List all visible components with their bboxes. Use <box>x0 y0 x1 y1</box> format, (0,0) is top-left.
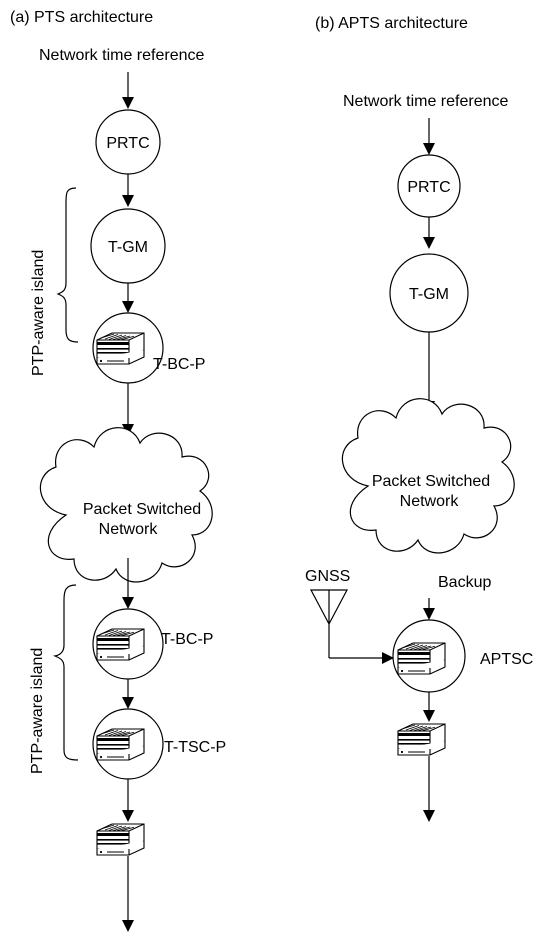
device-icon <box>96 728 145 761</box>
arrow-b-gnss-aptsc <box>382 652 394 664</box>
arrow-a-output <box>122 920 134 932</box>
arrow-a-prtc-tgm <box>122 195 134 207</box>
node-a-tgm-label: T-GM <box>108 239 148 256</box>
island-a-top-label: PTP-aware island <box>30 250 47 376</box>
arrow-a-tgm-tbcp <box>122 301 134 313</box>
node-a-ttscp-label: T-TSC-P <box>164 739 226 756</box>
device-icon <box>397 642 446 675</box>
gnss-antenna-icon <box>310 589 348 658</box>
device-icon <box>397 723 446 756</box>
panel-a-time-reference: Network time reference <box>39 47 204 64</box>
island-a-top-brace <box>56 187 79 343</box>
node-a-prtc-label: PRTC <box>106 135 149 152</box>
panel-b-title: (b) APTS architecture <box>315 15 468 32</box>
arrow-a-ttscp-device <box>122 810 134 822</box>
cloud-a-label-1: Packet Switched <box>83 501 201 518</box>
backup-label: Backup <box>438 574 491 591</box>
node-b-tgm-label: T-GM <box>409 286 449 303</box>
arrow-b-timeref-prtc <box>423 143 435 155</box>
node-a-tbcp-bottom-label: T-BC-P <box>161 631 213 648</box>
gnss-label: GNSS <box>305 568 350 585</box>
device-icon <box>96 823 145 856</box>
arrow-a-cloud-tbcp <box>122 597 134 609</box>
arrow-b-prtc-tgm <box>423 237 435 249</box>
node-b-prtc-label: PRTC <box>407 179 450 196</box>
cloud-b-label-2: Network <box>400 493 460 510</box>
arrow-b-aptsc-device <box>423 710 435 722</box>
device-icon <box>96 332 145 365</box>
cloud-b-label-1: Packet Switched <box>372 473 490 490</box>
node-b-aptsc-label: APTSC <box>480 651 533 668</box>
arrow-b-output <box>423 810 435 822</box>
arrow-b-backup <box>423 608 435 620</box>
cloud-a-label-2: Network <box>99 521 159 538</box>
island-a-bottom-brace <box>52 584 79 761</box>
node-a-tbcp-top-label: T-BC-P <box>153 356 205 373</box>
arrow-a-tbcp-ttscp <box>122 697 134 709</box>
panel-b-time-reference: Network time reference <box>343 93 508 110</box>
panel-a-title: (a) PTS architecture <box>10 9 153 26</box>
device-icon <box>96 628 145 661</box>
island-a-bottom-label: PTP-aware island <box>29 648 46 774</box>
